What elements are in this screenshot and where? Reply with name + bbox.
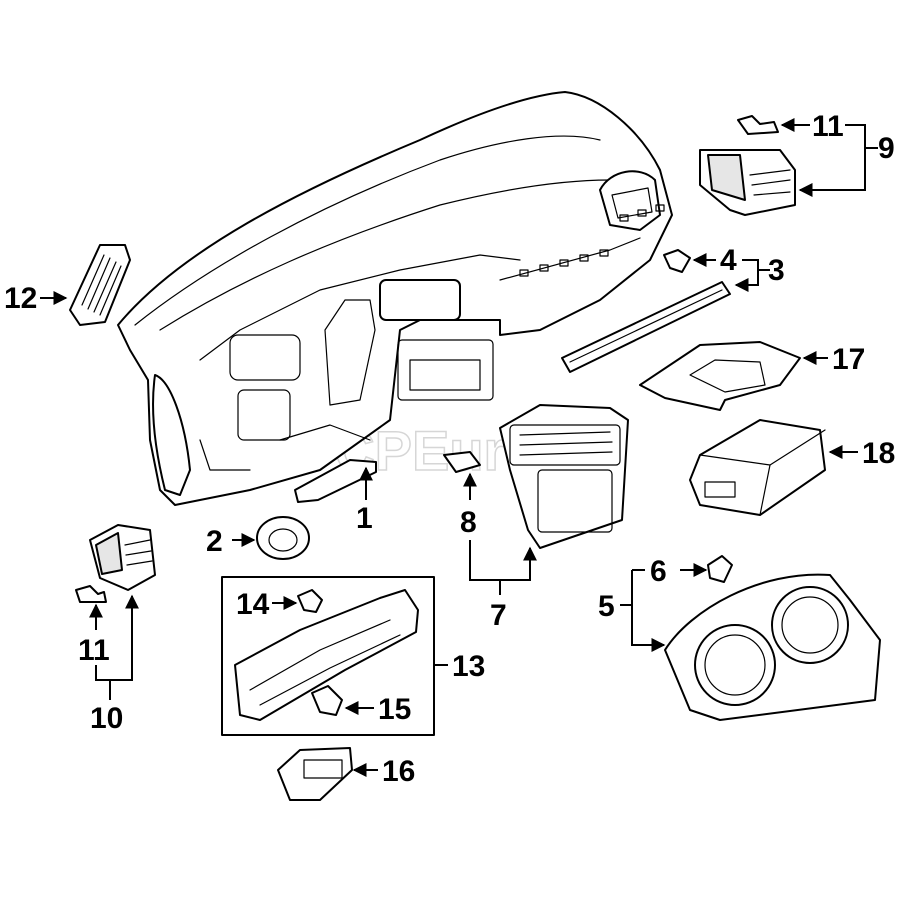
clip-6 xyxy=(707,555,733,583)
storage-tray-17 xyxy=(639,341,801,411)
callout-4: 4 xyxy=(720,244,737,277)
dashboard-assembly xyxy=(117,91,673,506)
callout-labels: 1 2 3 4 5 6 7 8 9 10 11 11 12 13 14 15 1… xyxy=(4,110,895,788)
center-bezel-7 xyxy=(499,404,629,549)
side-air-vent-12 xyxy=(69,244,131,326)
callout-3: 3 xyxy=(768,254,785,287)
air-vent-9 xyxy=(699,149,796,216)
callout-16: 16 xyxy=(382,755,415,788)
callout-14: 14 xyxy=(236,588,270,621)
trim-strip-3 xyxy=(561,281,731,373)
glovebox-handle-16 xyxy=(277,747,353,801)
glovebox-panel-13 xyxy=(234,589,419,721)
side-air-vent-10 xyxy=(89,524,156,591)
callout-11-bottom: 11 xyxy=(78,634,110,667)
callout-5: 5 xyxy=(598,590,615,623)
clip-8 xyxy=(443,451,481,473)
callout-15: 15 xyxy=(378,693,411,726)
callout-7: 7 xyxy=(490,599,507,632)
callout-18: 18 xyxy=(862,437,895,470)
airbag-module-18 xyxy=(689,419,826,516)
clip-4 xyxy=(663,249,691,273)
callout-2: 2 xyxy=(206,525,223,558)
leader-lines xyxy=(40,118,878,777)
glovebox-panel-box-13 xyxy=(221,576,435,736)
callout-1: 1 xyxy=(356,502,373,535)
clip-14 xyxy=(297,589,323,613)
instrument-cluster-5 xyxy=(664,573,881,721)
switch-15 xyxy=(311,685,343,716)
callout-10: 10 xyxy=(90,702,123,735)
callout-6: 6 xyxy=(650,555,667,588)
callout-17: 17 xyxy=(832,343,865,376)
callout-13: 13 xyxy=(452,650,485,683)
clip-11-bottom xyxy=(75,585,107,603)
callout-8: 8 xyxy=(460,506,477,539)
clip-11-top xyxy=(737,115,779,135)
switch-ring-2 xyxy=(256,516,310,560)
callout-9: 9 xyxy=(878,132,895,165)
callout-11-top: 11 xyxy=(812,110,844,143)
trim-piece-1 xyxy=(294,459,377,503)
callout-12: 12 xyxy=(4,282,37,315)
